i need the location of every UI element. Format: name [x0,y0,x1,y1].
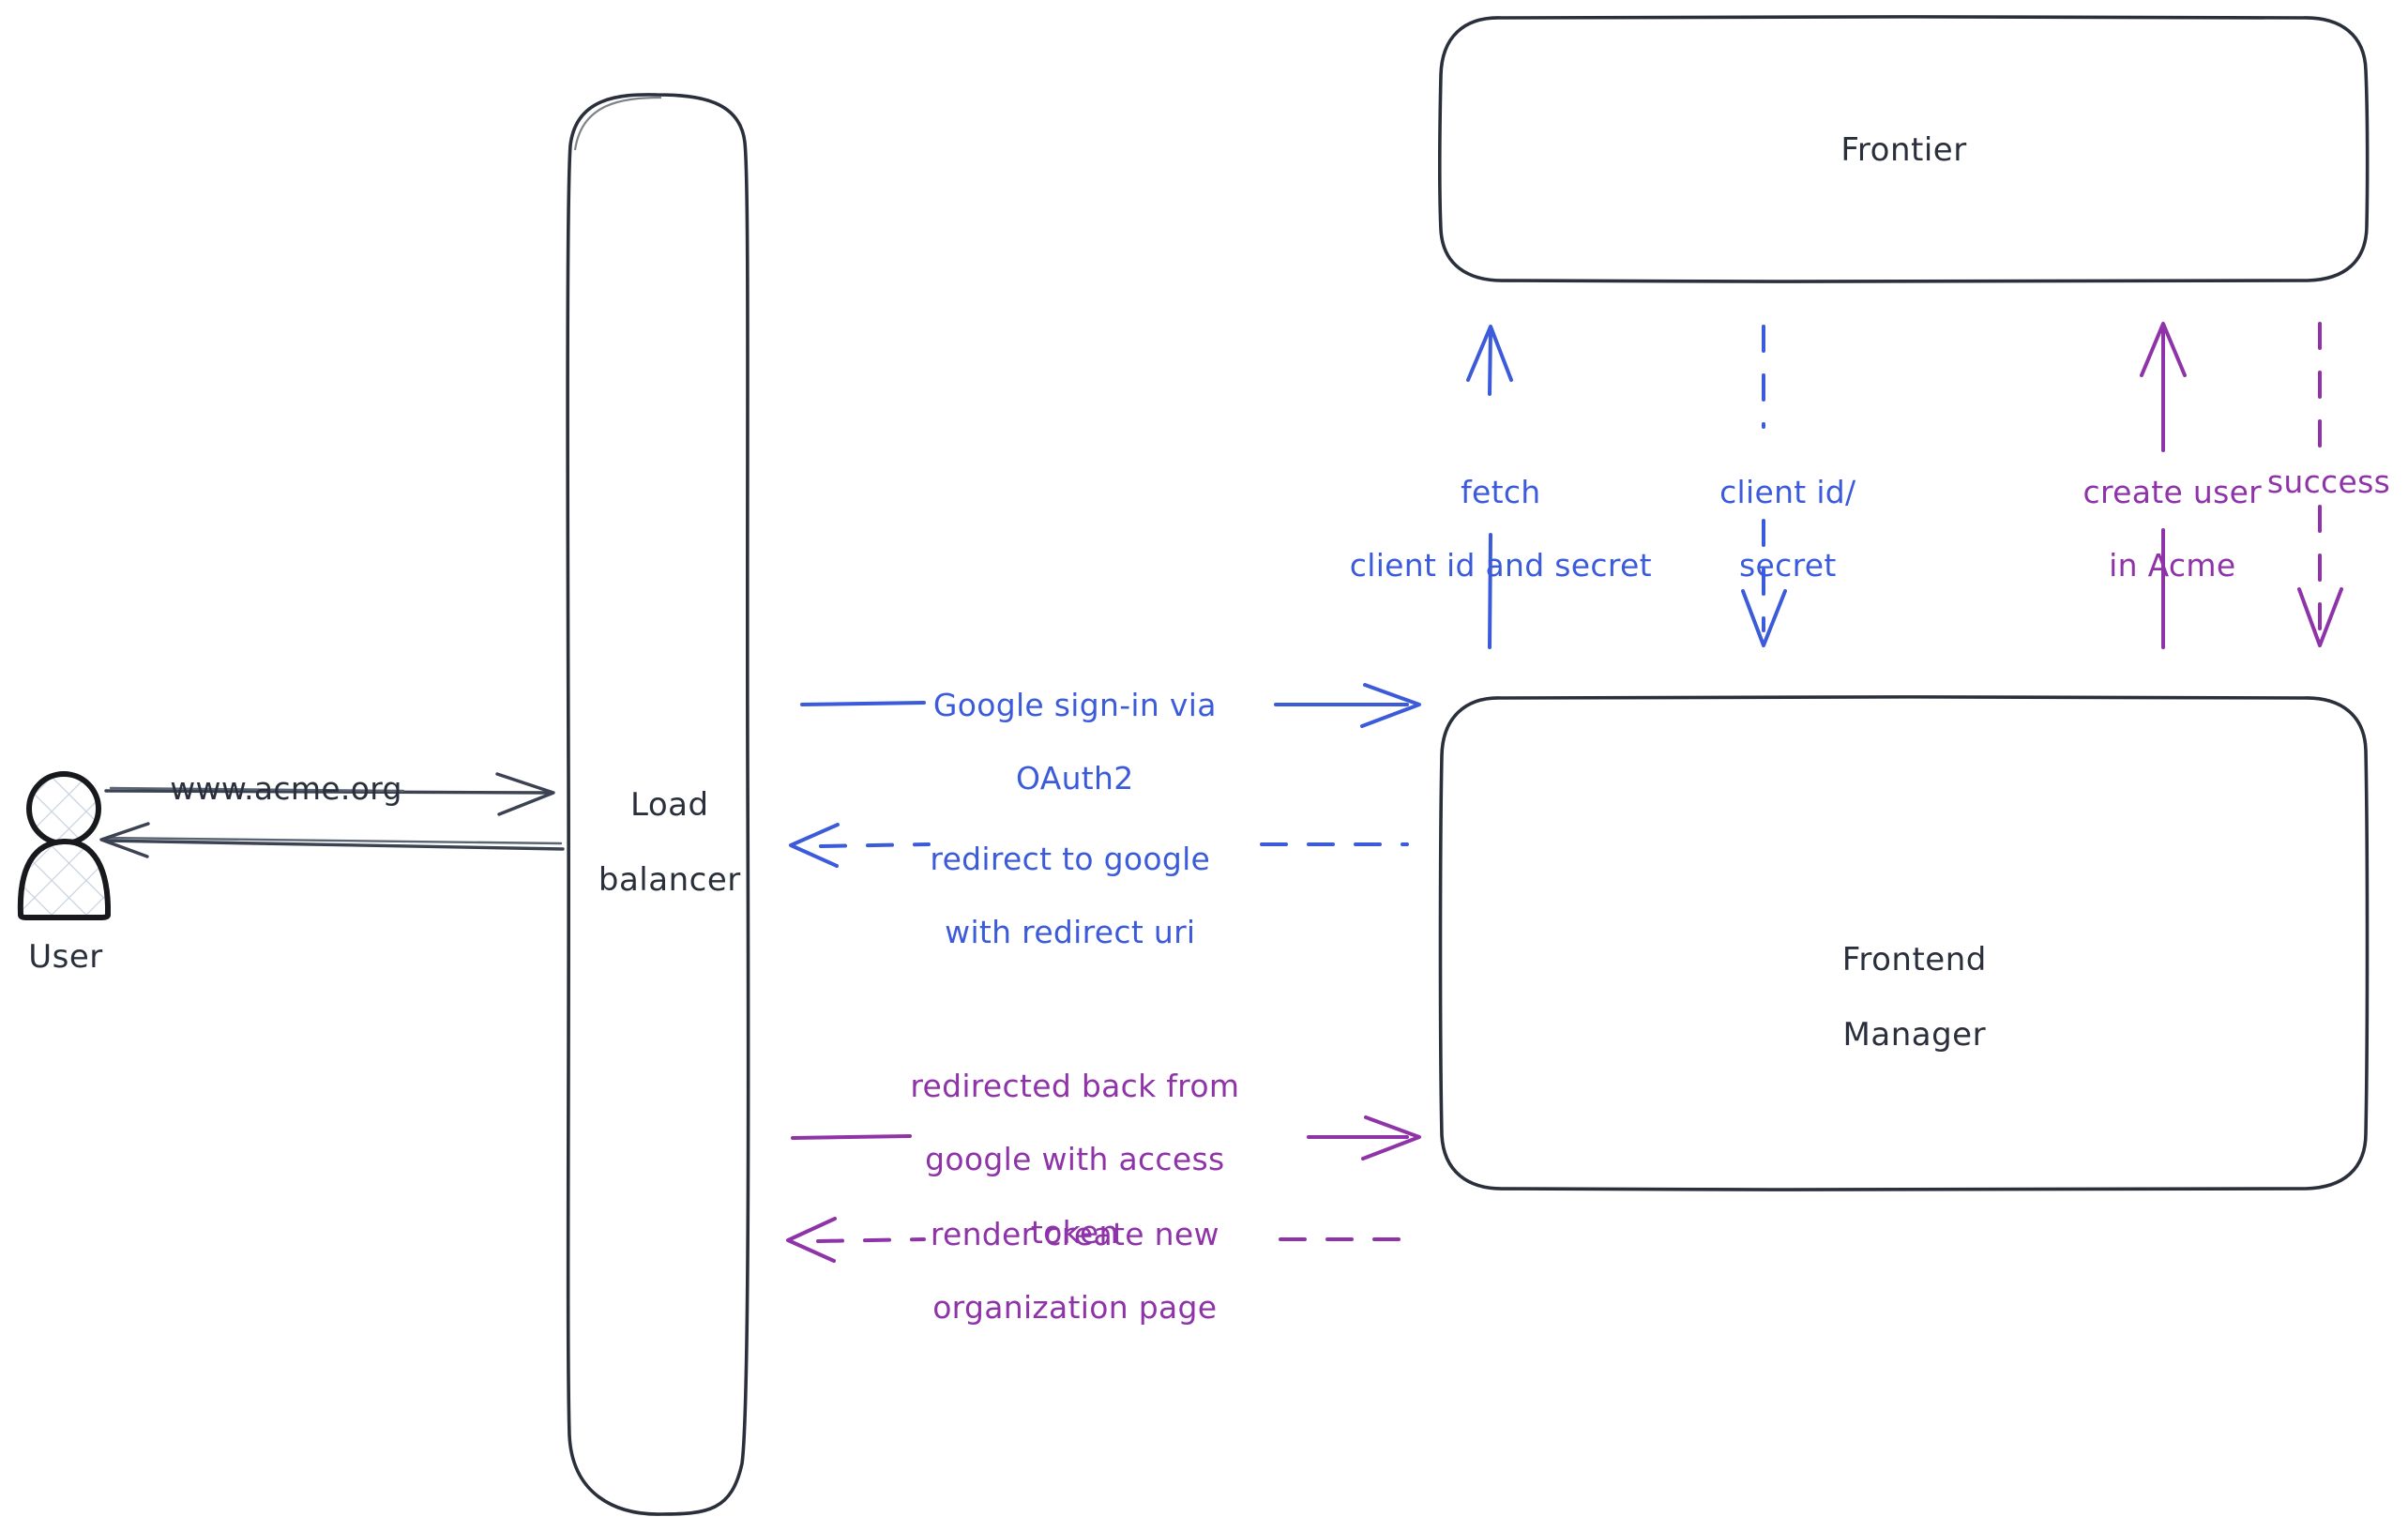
user-body-icon [17,838,112,920]
arrowhead-left [789,823,840,868]
arrowhead-left [99,822,150,858]
edge-lb-to-fm-signin [800,683,1421,728]
edge-frontier-to-fm-success [2297,322,2343,647]
edge-fm-to-frontier-create [2140,322,2187,649]
edge-user-to-lb [104,772,555,816]
edge-fm-to-lb-render [786,1217,1409,1263]
arrowhead-right [495,772,555,816]
edge-lb-to-fm-token [791,1115,1421,1160]
user-head-icon [26,771,101,846]
edge-fm-to-lb-redirect [789,823,1409,868]
arrowhead-right [1361,1115,1421,1160]
edge-frontier-to-fm-creds [1741,325,1787,647]
arrowhead-up [1466,325,1513,382]
load-balancer-sketch-stroke [573,96,662,151]
edge-lb-to-user [99,822,565,858]
arrowhead-left [786,1217,837,1263]
frontier-shape [1438,15,2370,283]
edge-fm-to-frontier-fetch [1466,325,1513,649]
frontend-manager-shape [1438,695,2370,1191]
node-frontend-manager[interactable] [1438,695,2370,1191]
node-user[interactable] [17,771,112,920]
load-balancer-shape [566,93,750,1516]
arrowhead-down [1741,589,1787,647]
arrowhead-right [1360,683,1421,728]
arrowhead-down [2297,587,2343,647]
arrowhead-up [2140,322,2187,377]
node-load-balancer[interactable] [566,93,750,1516]
node-frontier[interactable] [1438,15,2370,283]
